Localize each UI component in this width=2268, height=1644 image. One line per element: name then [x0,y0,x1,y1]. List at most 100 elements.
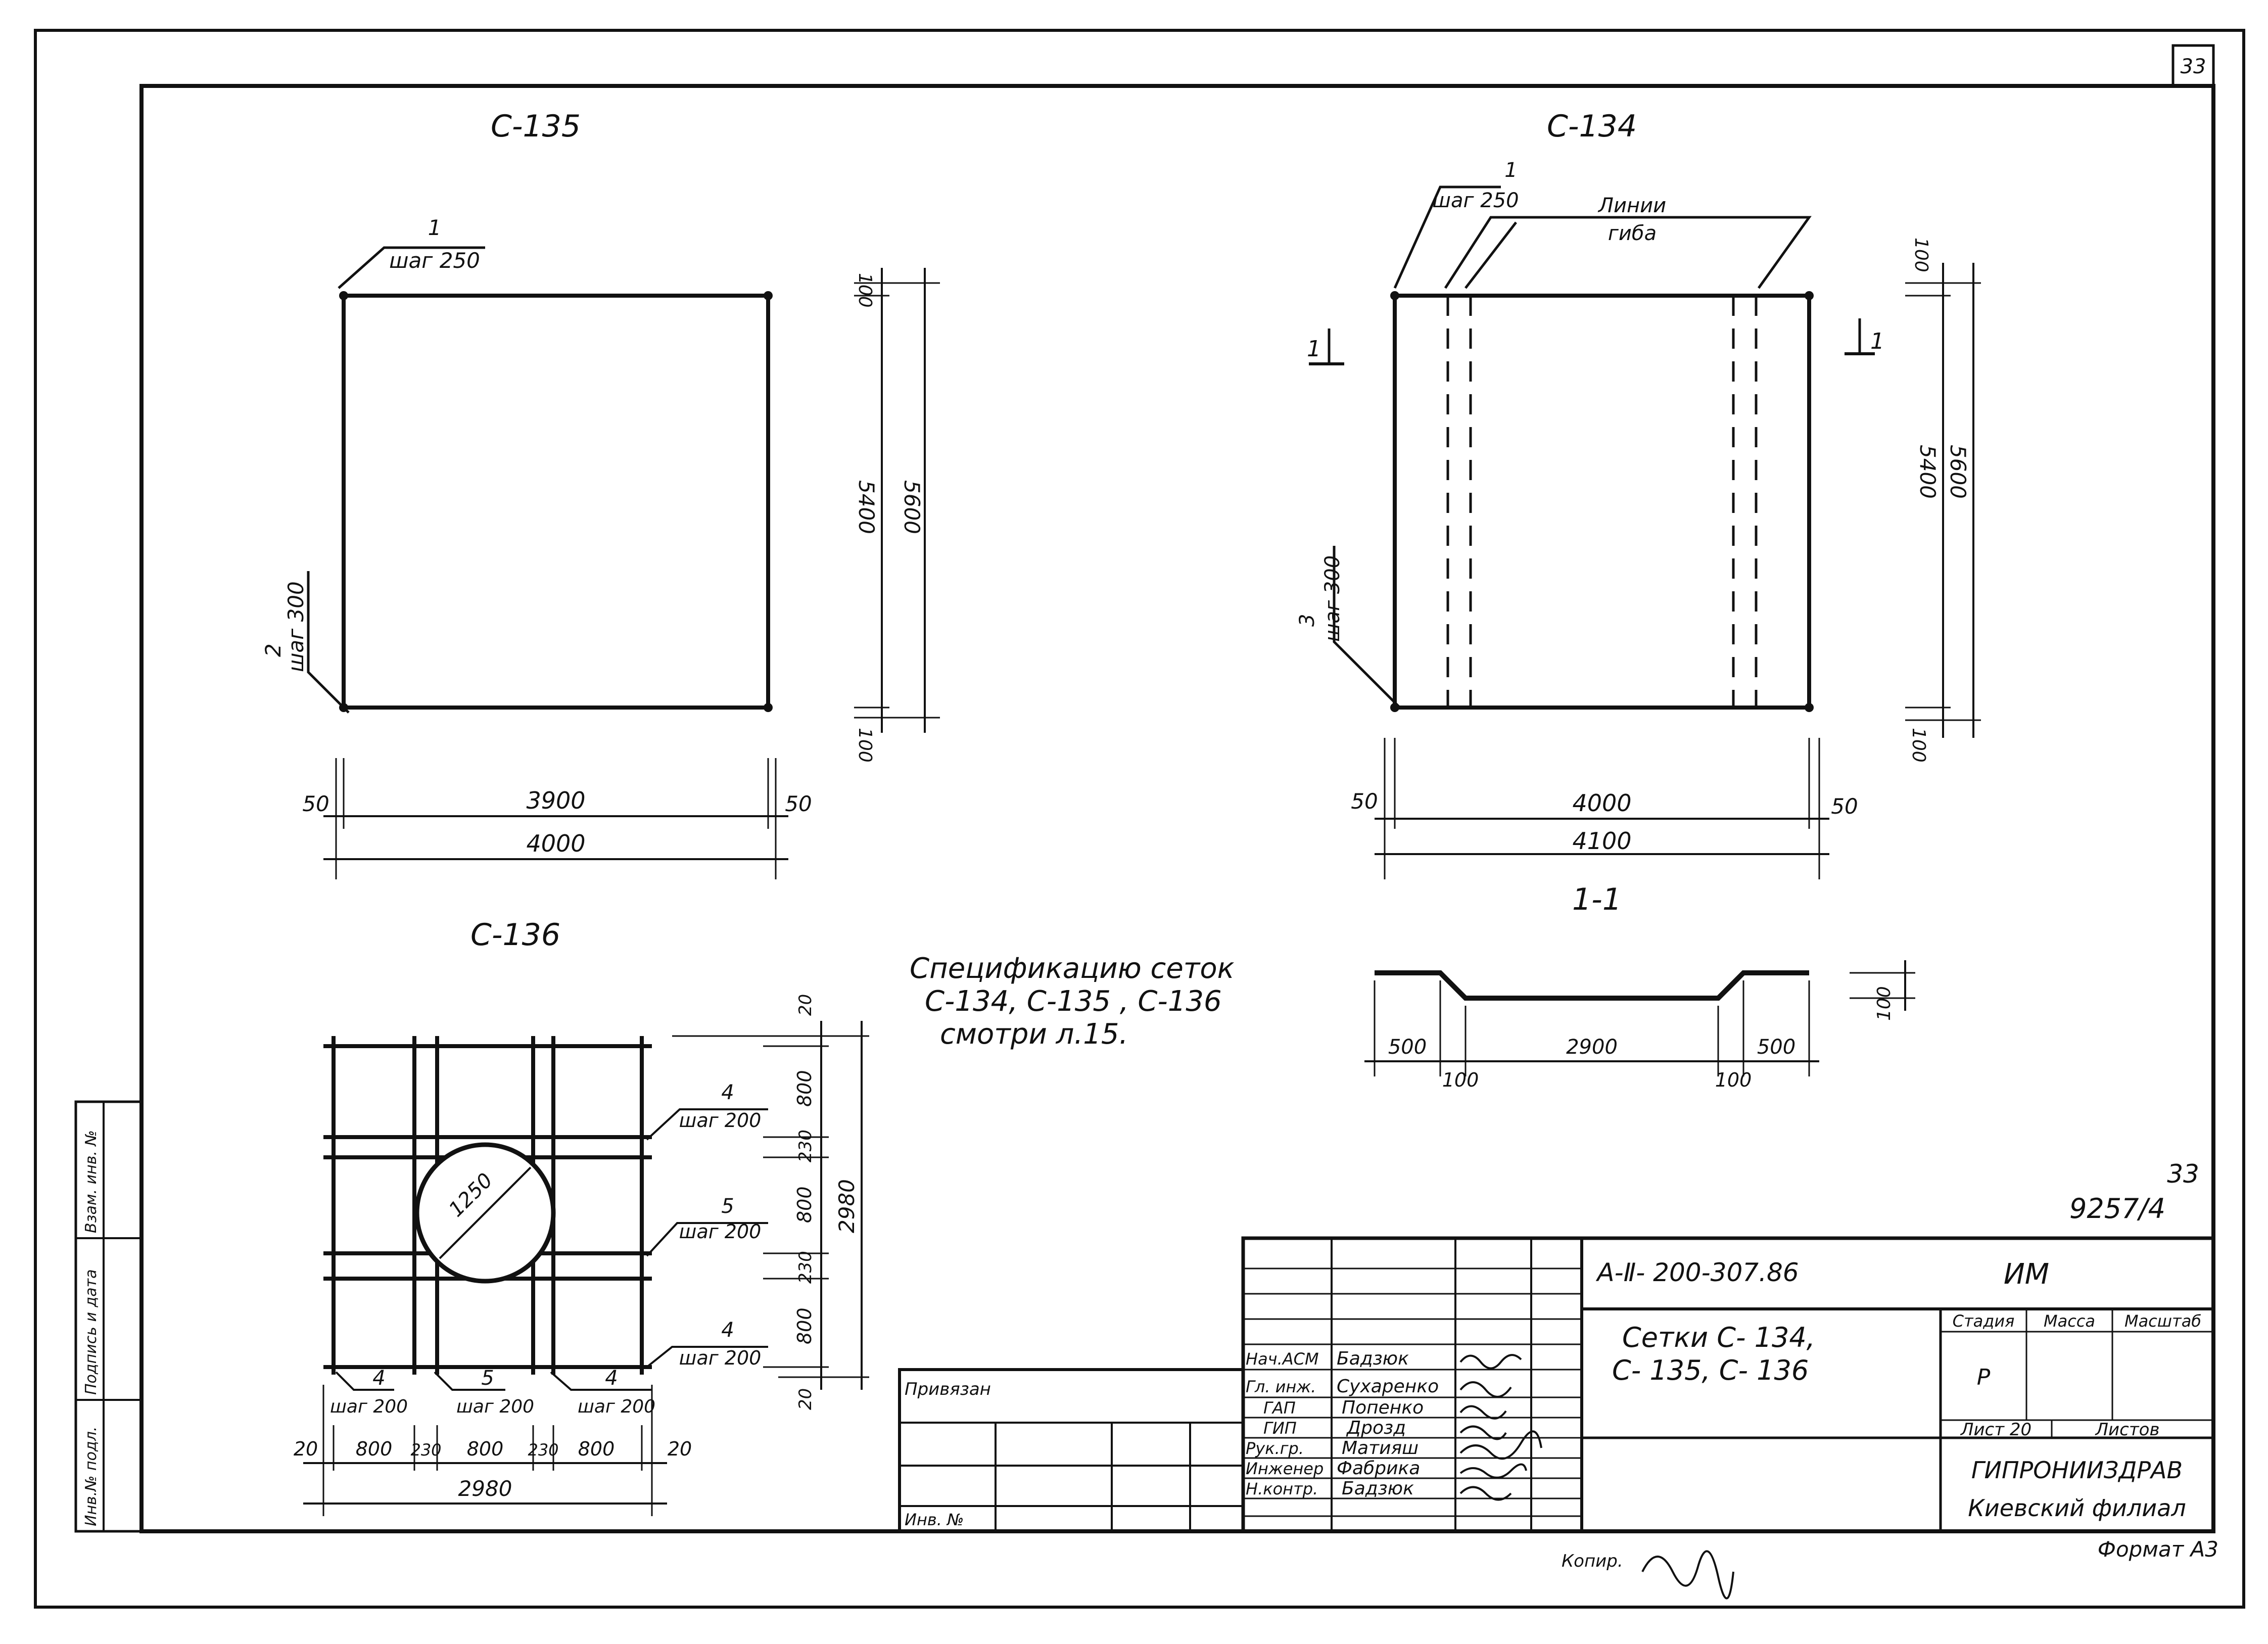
inv-no-label: Инв. № [905,1510,964,1529]
staff-name-4: Дрозд [1346,1418,1406,1438]
c136-dim-right-4: 800 [793,1186,816,1223]
outer-border [34,29,2245,1609]
c135-title: C-135 [491,109,581,144]
scale-header: Масштаб [2124,1311,2201,1331]
format-label: Формат А3 [2098,1537,2218,1562]
section-dim-step-right: 100 [1715,1069,1752,1091]
c134-bend-label-1: Линии [1597,194,1666,217]
staff-role-2: Гл. инж. [1246,1377,1316,1396]
sheet-index: 33 [2167,1159,2199,1189]
c136-dim-right-5: 230 [795,1251,816,1284]
c134-bend-label-2: гиба [1608,222,1657,245]
note-line-3: смотри л.15. [940,1018,1128,1051]
c135-callout2-step: шаг 300 [284,581,308,672]
staff-name-6: Фабрика [1337,1458,1420,1479]
c136-callout4b-num: 4 [721,1319,734,1342]
c134-dim-outer-h: 5600 [1946,445,1970,499]
drawing-title-1: Сетки С- 134, [1622,1322,1815,1353]
staff-role-1: Нач.АСМ [1246,1349,1319,1369]
c136-callout5b-step: шаг 200 [456,1396,534,1417]
c136-callout4b-step: шаг 200 [679,1347,762,1369]
c136-dim-bottom-2: 800 [356,1438,393,1460]
linked-label: Привязан [905,1379,991,1399]
c134-section-mark-right: 1 [1870,328,1884,354]
c134-mesh-outline [1393,294,1811,710]
c136-dim-bottom-7: 20 [668,1438,692,1460]
c136-callout4d-step: шаг 200 [578,1396,655,1417]
staff-role-5: Рук.гр. [1246,1439,1304,1458]
c134-dim-inner-h: 5400 [1915,445,1940,499]
note-line-2: С-134, С-135 , С-136 [925,985,1222,1018]
staff-role-3: ГАП [1263,1398,1296,1418]
c134-dim-outer-w: 4100 [1572,827,1631,855]
c134-title: C-134 [1547,109,1637,144]
c136-dim-right-6: 800 [793,1307,816,1344]
c136-dim-bottom-4: 800 [467,1438,504,1460]
c136-dim-right-3: 230 [795,1130,816,1162]
org-branch: Киевский филиал [1968,1494,2186,1522]
staff-role-4: ГИП [1263,1419,1297,1438]
c136-callout4c-num: 4 [372,1367,385,1390]
org-name: ГИПРОНИИЗДРАВ [1971,1457,2183,1484]
copied-label: Копир. [1562,1551,1623,1571]
c136-dim-right-2: 800 [793,1070,816,1107]
side-stamp-inv-replace: Взам. инв. № [82,1130,100,1233]
c136-dim-bottom-3: 230 [410,1440,441,1460]
side-stamp [74,1100,143,1533]
staff-name-3: Попенко [1342,1397,1424,1418]
c136-dim-bottom-1: 20 [294,1438,318,1460]
doc-mark: ИМ [2004,1258,2049,1291]
c136-dim-right-7: 20 [795,1388,816,1410]
c136-callout5a-step: шаг 200 [679,1220,762,1243]
page-number: 33 [2181,55,2206,78]
drawing-title-2: С- 135, С- 136 [1612,1354,1809,1386]
section-dim-left: 500 [1388,1036,1427,1059]
c136-callout4a-step: шаг 200 [679,1109,762,1132]
c134-dim-bottom: 100 [1908,728,1929,763]
c134-dim-inner-w: 4000 [1572,789,1631,817]
sheet-label: Лист 20 [1960,1420,2031,1440]
c136-callout4a-num: 4 [721,1081,734,1104]
doc-code: А-Ⅱ- 200-307.86 [1595,1258,1799,1287]
section-title: 1-1 [1572,882,1622,917]
page-number-box [2171,44,2215,87]
note-line-1: Спецификацию сеток [910,952,1235,985]
section-dim-step-left: 100 [1442,1069,1479,1091]
c134-callout3-step: шаг 300 [1321,555,1344,642]
archive-number: 9257/4 [2069,1193,2165,1225]
c134-dim-right: 50 [1831,794,1858,819]
c134-dim-left: 50 [1351,789,1378,814]
c134-callout1-step: шаг 250 [1432,189,1519,212]
c136-callout5b-num: 5 [481,1367,494,1390]
c136-callout4d-num: 4 [605,1367,618,1390]
c135-callout2-num: 2 [261,643,286,657]
staff-name-5: Матияш [1342,1438,1419,1459]
c134-dim-top: 100 [1911,238,1931,272]
c136-dim-right-1: 20 [795,994,816,1016]
c135-dim-top: 100 [855,273,875,308]
mass-header: Масса [2044,1311,2095,1331]
c135-dim-inner-h: 5400 [854,480,879,534]
c136-callout5a-num: 5 [721,1195,734,1218]
c136-mesh [323,1036,652,1375]
c135-callout1-num: 1 [428,215,442,240]
c136-dim-total-h: 2980 [834,1179,859,1233]
c134-callout1-num: 1 [1504,159,1517,182]
staff-name-7: Бадзюк [1342,1478,1414,1499]
stage-value: Р [1977,1365,1991,1390]
c136-dim-total-w: 2980 [458,1476,512,1501]
section-dim-mid: 2900 [1566,1036,1618,1059]
section-dim-height: 100 [1874,986,1895,1021]
stage-header: Стадия [1953,1311,2015,1331]
c136-callout4c-step: шаг 200 [330,1396,408,1417]
c136-dim-bottom-5: 230 [528,1440,558,1460]
section-dim-right: 500 [1757,1036,1796,1059]
sheets-label: Листов [2094,1420,2159,1440]
c135-mesh-outline [342,294,770,710]
staff-role-6: Инженер [1246,1459,1324,1478]
c135-dim-outer-w: 4000 [526,830,585,857]
c135-dim-left: 50 [302,791,329,816]
staff-name-1: Бадзюк [1337,1348,1409,1369]
